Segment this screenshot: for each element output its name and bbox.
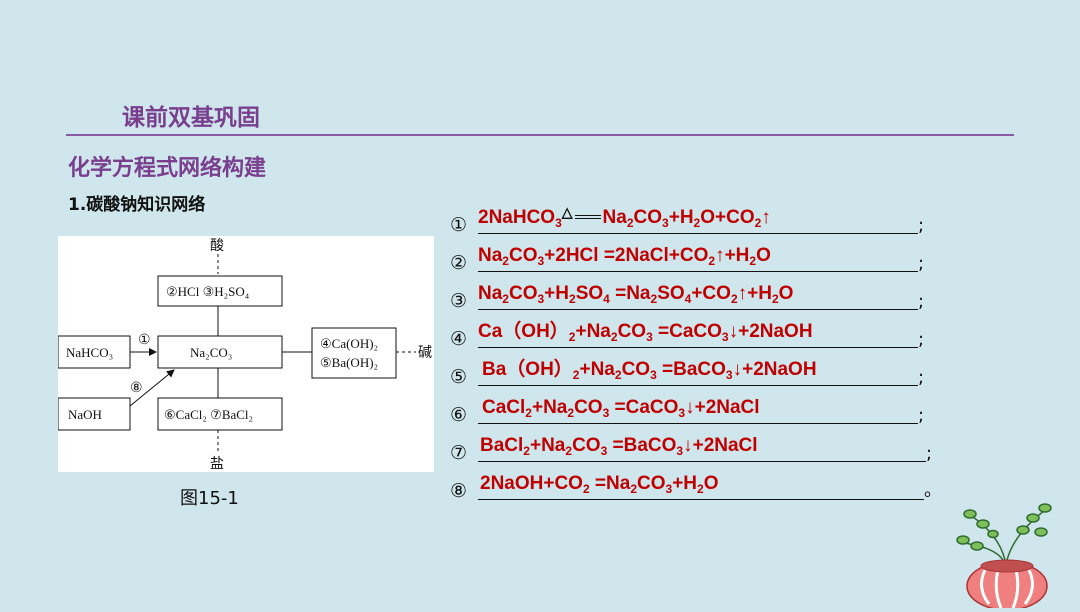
equation-answer: BaCl2+Na2CO3 =BaCO3↓+2NaCl bbox=[480, 435, 758, 458]
equation-2: ② Na2CO3+2HCl =2NaCl+CO2↑+H2O ; bbox=[450, 244, 930, 274]
answer-line bbox=[478, 347, 918, 348]
equation-end: ; bbox=[918, 329, 925, 350]
box-center-text: Na₂CO₃ bbox=[190, 345, 232, 360]
box-base-text-1: ④Ca(OH)₂ bbox=[320, 336, 378, 351]
box-nahco3-text: NaHCO₃ bbox=[66, 345, 113, 360]
answer-line bbox=[478, 461, 926, 462]
equation-number: ⑦ bbox=[450, 442, 468, 464]
equation-1: ① 2NaHCO3△Na2CO3+H2O+CO2↑ ; bbox=[450, 204, 930, 236]
equation-answer: CaCl2+Na2CO3 =CaCO3↓+2NaCl bbox=[482, 397, 760, 420]
equation-8: ⑧ 2NaOH+CO2 =Na2CO3+H2O 。 bbox=[450, 472, 942, 502]
equation-answer: Na2CO3+2HCl =2NaCl+CO2↑+H2O bbox=[478, 245, 771, 268]
box-acid-text: ②HCl ③H₂SO₄ bbox=[166, 284, 250, 299]
equation-end: ; bbox=[918, 405, 925, 426]
equation-end: ; bbox=[926, 443, 933, 464]
box-acid bbox=[157, 275, 283, 307]
section-title: 化学方程式网络构建 bbox=[68, 156, 267, 181]
equation-number: ⑧ bbox=[450, 480, 468, 502]
box-naoh-text: NaOH bbox=[68, 407, 102, 422]
answer-line bbox=[478, 271, 918, 272]
equation-end: ; bbox=[918, 215, 925, 236]
label-salt: 盐 bbox=[210, 456, 224, 472]
equation-3: ③ Na2CO3+H2SO4 =Na2SO4+CO2↑+H2O ; bbox=[450, 282, 930, 312]
equation-number: ⑥ bbox=[450, 404, 468, 426]
section-heading: 1.碳酸钠知识网络 bbox=[68, 195, 206, 215]
equation-answer: 2NaHCO3△Na2CO3+H2O+CO2↑ bbox=[478, 204, 771, 230]
page-header: 课前双基巩固 bbox=[122, 105, 260, 131]
equation-number: ④ bbox=[450, 328, 468, 350]
label-base: 碱 bbox=[418, 345, 432, 361]
equation-5: ⑤ Ba（OH）2+Na2CO3 =BaCO3↓+2NaOH ; bbox=[450, 358, 930, 388]
equation-7: ⑦ BaCl2+Na2CO3 =BaCO3↓+2NaCl ; bbox=[450, 434, 933, 464]
equation-answer: Na2CO3+H2SO4 =Na2SO4+CO2↑+H2O bbox=[478, 283, 794, 306]
equation-4: ④ Ca（OH）2+Na2CO3 =CaCO3↓+2NaOH ; bbox=[450, 320, 930, 350]
equation-end: 。 bbox=[924, 480, 942, 501]
box-naoh bbox=[57, 397, 131, 431]
answer-line bbox=[478, 423, 918, 424]
box-salt bbox=[157, 397, 283, 431]
figure-caption: 图15-1 bbox=[180, 488, 239, 509]
equation-answer: Ca（OH）2+Na2CO3 =CaCO3↓+2NaOH bbox=[478, 321, 813, 344]
equation-number: ① bbox=[450, 214, 468, 236]
equation-number: ⑤ bbox=[450, 366, 468, 388]
answer-line bbox=[478, 309, 918, 310]
arrow-label-1: ① bbox=[138, 333, 151, 348]
equation-end: ; bbox=[918, 253, 925, 274]
label-acid: 酸 bbox=[210, 238, 224, 254]
equation-6: ⑥ CaCl2+Na2CO3 =CaCO3↓+2NaCl ; bbox=[450, 396, 930, 426]
network-diagram: 酸 ②HCl ③H₂SO₄ Na₂CO₃ NaHCO₃ ① NaOH ⑧ ④Ca… bbox=[57, 236, 434, 472]
box-base-text-2: ⑤Ba(OH)₂ bbox=[320, 355, 378, 370]
equation-answer: 2NaOH+CO2 =Na2CO3+H2O bbox=[480, 473, 719, 496]
header-divider bbox=[66, 134, 1014, 136]
answer-line bbox=[478, 385, 918, 386]
plant-pot-icon bbox=[945, 490, 1065, 611]
equation-number: ③ bbox=[450, 290, 468, 312]
box-salt-text: ⑥CaCl₂ ⑦BaCl₂ bbox=[164, 407, 253, 422]
answer-line bbox=[478, 499, 924, 500]
answer-line bbox=[478, 233, 918, 234]
equation-number: ② bbox=[450, 252, 468, 274]
equation-answer: Ba（OH）2+Na2CO3 =BaCO3↓+2NaOH bbox=[482, 359, 817, 382]
equation-end: ; bbox=[918, 291, 925, 312]
arrow-label-8: ⑧ bbox=[130, 381, 143, 396]
box-base bbox=[311, 327, 397, 379]
equation-end: ; bbox=[918, 367, 925, 388]
